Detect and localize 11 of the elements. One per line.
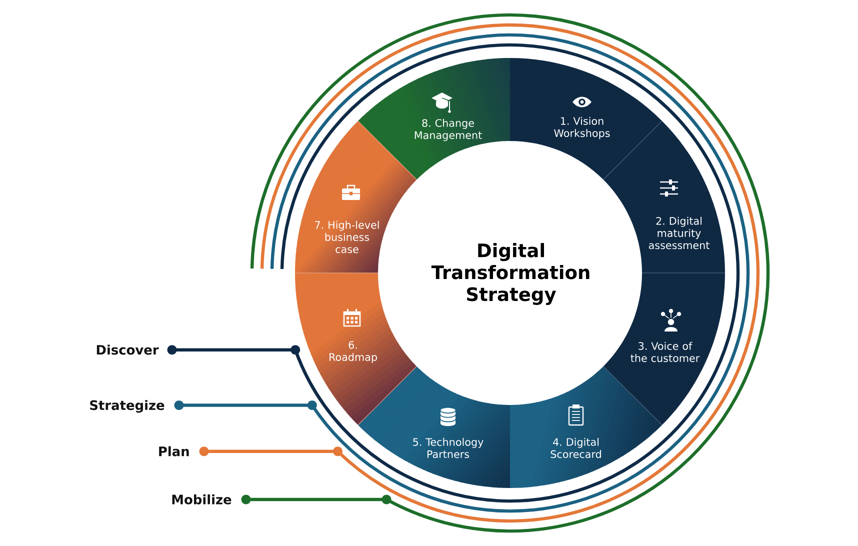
phase-label: Plan <box>159 446 189 456</box>
phase-label: Discover <box>96 344 159 355</box>
title: Digital Transformation Strategy <box>431 243 590 305</box>
ring-segment: 1. Vision Workshops <box>510 58 662 180</box>
ring-segment: 3. Voice of the customer <box>603 272 726 426</box>
ring-segment: 6. Roadmap <box>295 272 417 426</box>
phase-label: Mobilize <box>172 494 232 504</box>
ring-segment: 8. Change Management <box>358 58 510 180</box>
node-label: 2. Digital maturity assessment <box>648 216 710 250</box>
ring-segment: 4. Digital Scorecard <box>510 366 662 488</box>
phase-label: Strategize <box>90 400 164 413</box>
